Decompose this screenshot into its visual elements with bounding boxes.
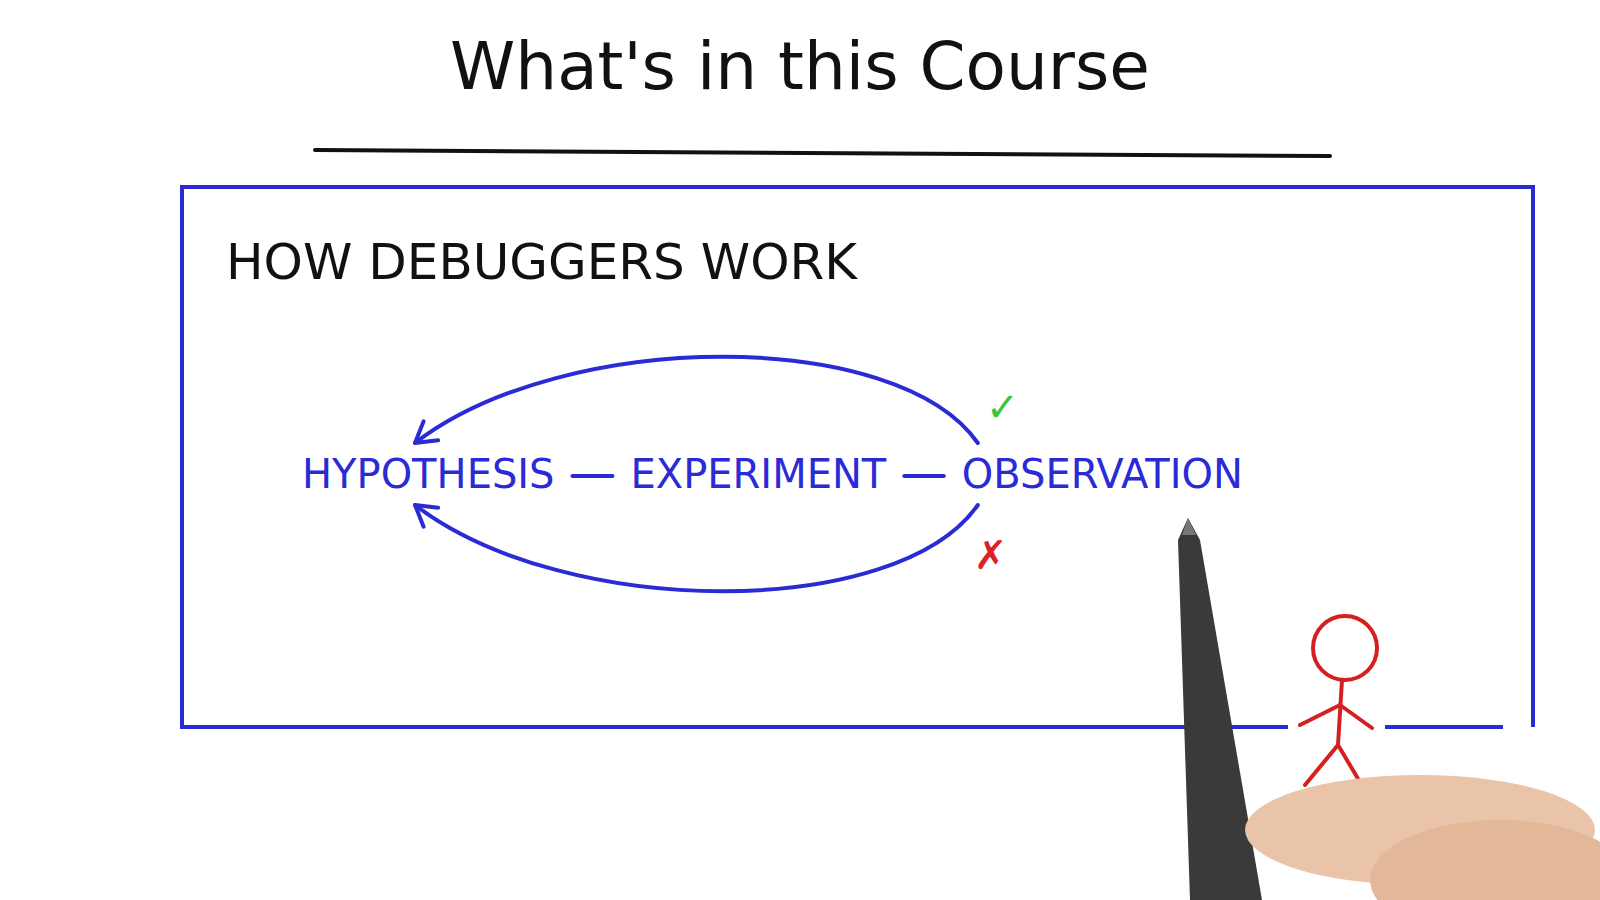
step-word: EXPERIMENT: [624, 445, 892, 503]
connector: [904, 476, 944, 477]
step-word: OBSERVATION: [956, 445, 1249, 503]
title-underline: [315, 150, 1330, 156]
box-heading: HOW DEBUGGERS WORK: [226, 233, 857, 291]
success-mark: ✓: [982, 385, 1024, 429]
connector: [572, 476, 612, 477]
pen-and-hand: [1178, 518, 1600, 900]
stick-figure: [1300, 616, 1377, 785]
step-text: HYPOTHESIS: [296, 445, 560, 503]
step-text: OBSERVATION: [956, 445, 1249, 503]
failure-mark: ✗: [970, 533, 1012, 577]
title: What's in this Course: [0, 28, 1600, 105]
step-text: EXPERIMENT: [624, 445, 892, 503]
connector: [415, 505, 978, 591]
step-word: HYPOTHESIS: [296, 445, 560, 503]
connector: [415, 357, 978, 443]
box-bottom-border: [180, 725, 1288, 729]
topic-box: HOW DEBUGGERS WORK HYPOTHESIS EXPERIMENT OB…: [180, 185, 1535, 727]
box-bottom-border: [1385, 725, 1503, 729]
